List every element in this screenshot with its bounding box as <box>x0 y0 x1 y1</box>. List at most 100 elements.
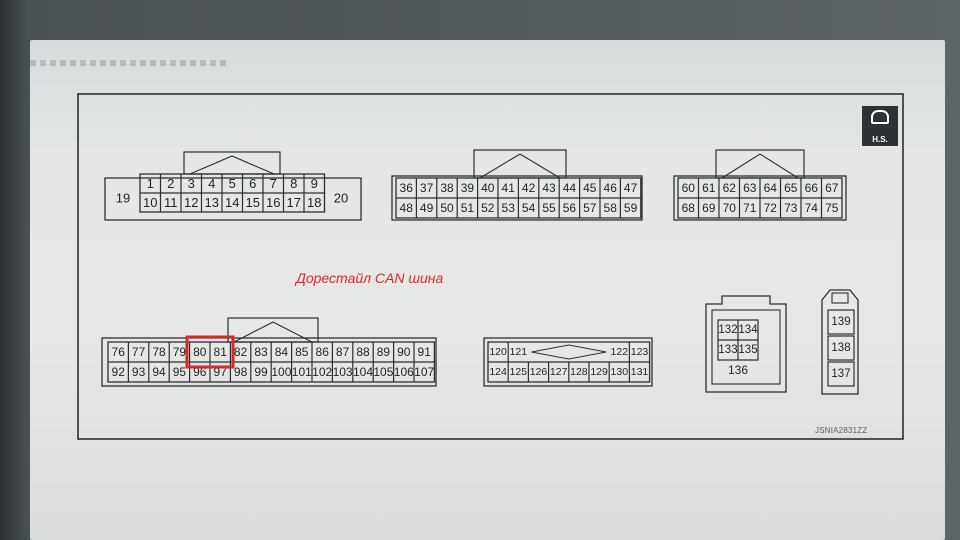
pin-8: 8 <box>290 176 297 191</box>
pin-16: 16 <box>266 195 280 210</box>
pin-37: 37 <box>420 181 434 195</box>
pin-60: 60 <box>682 181 696 195</box>
connector-c-latch <box>715 149 805 179</box>
pin-57: 57 <box>583 201 597 215</box>
pin-101: 101 <box>292 365 312 379</box>
pin-40: 40 <box>481 181 495 195</box>
connector-e-housing <box>483 337 653 387</box>
pin-38: 38 <box>440 181 454 195</box>
connector-b-housing <box>391 175 643 221</box>
connector-c-latch-chevron <box>721 153 799 179</box>
connector-g-cell <box>827 361 855 387</box>
pin-126: 126 <box>530 366 548 378</box>
pin-70: 70 <box>723 201 737 215</box>
pin-36: 36 <box>400 181 414 195</box>
connector-e-key <box>531 344 607 360</box>
pin-12: 12 <box>184 195 198 210</box>
pin-122: 122 <box>611 346 629 358</box>
pin-99: 99 <box>254 365 268 379</box>
connector-a-housing <box>104 177 362 221</box>
pin-41: 41 <box>502 181 516 195</box>
pin-76: 76 <box>112 345 126 359</box>
pin-20: 20 <box>334 191 348 206</box>
pin-89: 89 <box>377 345 391 359</box>
pin-100: 100 <box>271 365 291 379</box>
pin-67: 67 <box>825 181 839 195</box>
pin-4: 4 <box>208 176 215 191</box>
pin-13: 13 <box>205 195 219 210</box>
pin-19: 19 <box>116 191 130 206</box>
connector-g-latch <box>831 292 849 304</box>
connector-g-cell <box>827 335 855 361</box>
pin-93: 93 <box>132 365 146 379</box>
pin-127: 127 <box>550 366 568 378</box>
pin-45: 45 <box>583 181 597 195</box>
pin-61: 61 <box>702 181 716 195</box>
pin-80: 80 <box>193 345 207 359</box>
pin-129: 129 <box>590 366 608 378</box>
pin-135: 135 <box>738 344 757 356</box>
pin-86: 86 <box>316 345 330 359</box>
pin-10: 10 <box>143 195 157 210</box>
pin-132: 132 <box>718 324 737 336</box>
pin-92: 92 <box>112 365 126 379</box>
pin-128: 128 <box>570 366 588 378</box>
pin-90: 90 <box>397 345 411 359</box>
connector-c-housing <box>673 175 847 221</box>
pin-77: 77 <box>132 345 146 359</box>
pin-137: 137 <box>831 368 850 380</box>
pin-3: 3 <box>188 176 195 191</box>
pin-105: 105 <box>373 365 393 379</box>
pin-72: 72 <box>764 201 778 215</box>
pin-63: 63 <box>743 181 757 195</box>
pin-39: 39 <box>461 181 475 195</box>
pin-68: 68 <box>682 201 696 215</box>
badge-label: H.S. <box>872 135 888 144</box>
pin-131: 131 <box>631 366 649 378</box>
pin-47: 47 <box>624 181 638 195</box>
car-icon <box>871 110 889 124</box>
pin-107: 107 <box>414 365 434 379</box>
pin-73: 73 <box>784 201 798 215</box>
connector-f-housing <box>705 295 787 393</box>
pin-42: 42 <box>522 181 536 195</box>
pin-66: 66 <box>805 181 819 195</box>
pin-51: 51 <box>461 201 475 215</box>
pin-53: 53 <box>502 201 516 215</box>
pin-104: 104 <box>353 365 373 379</box>
pin-139: 139 <box>831 316 850 328</box>
pin-106: 106 <box>394 365 414 379</box>
pin-58: 58 <box>604 201 618 215</box>
pin-59: 59 <box>624 201 638 215</box>
pin-14: 14 <box>225 195 239 210</box>
pin-82: 82 <box>234 345 248 359</box>
pin-48: 48 <box>400 201 414 215</box>
pin-7: 7 <box>270 176 277 191</box>
highlight-box-80-81 <box>185 335 235 369</box>
pin-17: 17 <box>287 195 301 210</box>
pin-102: 102 <box>312 365 332 379</box>
pin-50: 50 <box>440 201 454 215</box>
pin-94: 94 <box>152 365 166 379</box>
pin-121: 121 <box>510 346 528 358</box>
pin-2: 2 <box>167 176 174 191</box>
pin-134: 134 <box>738 324 758 336</box>
pin-18: 18 <box>307 195 321 210</box>
connector-b-latch <box>473 149 567 179</box>
pin-74: 74 <box>805 201 819 215</box>
pin-124: 124 <box>489 366 507 378</box>
pin-44: 44 <box>563 181 577 195</box>
pin-91: 91 <box>418 345 432 359</box>
can-bus-annotation: Дорестайл CAN шина <box>296 270 444 286</box>
pin-125: 125 <box>510 366 528 378</box>
pin-15: 15 <box>246 195 260 210</box>
pin-6: 6 <box>249 176 256 191</box>
pin-95: 95 <box>173 365 187 379</box>
pin-103: 103 <box>333 365 353 379</box>
pin-123: 123 <box>631 346 649 358</box>
pin-88: 88 <box>356 345 370 359</box>
connector-a-latch <box>183 151 281 175</box>
pin-11: 11 <box>164 195 178 210</box>
paper-sheet <box>30 40 945 540</box>
